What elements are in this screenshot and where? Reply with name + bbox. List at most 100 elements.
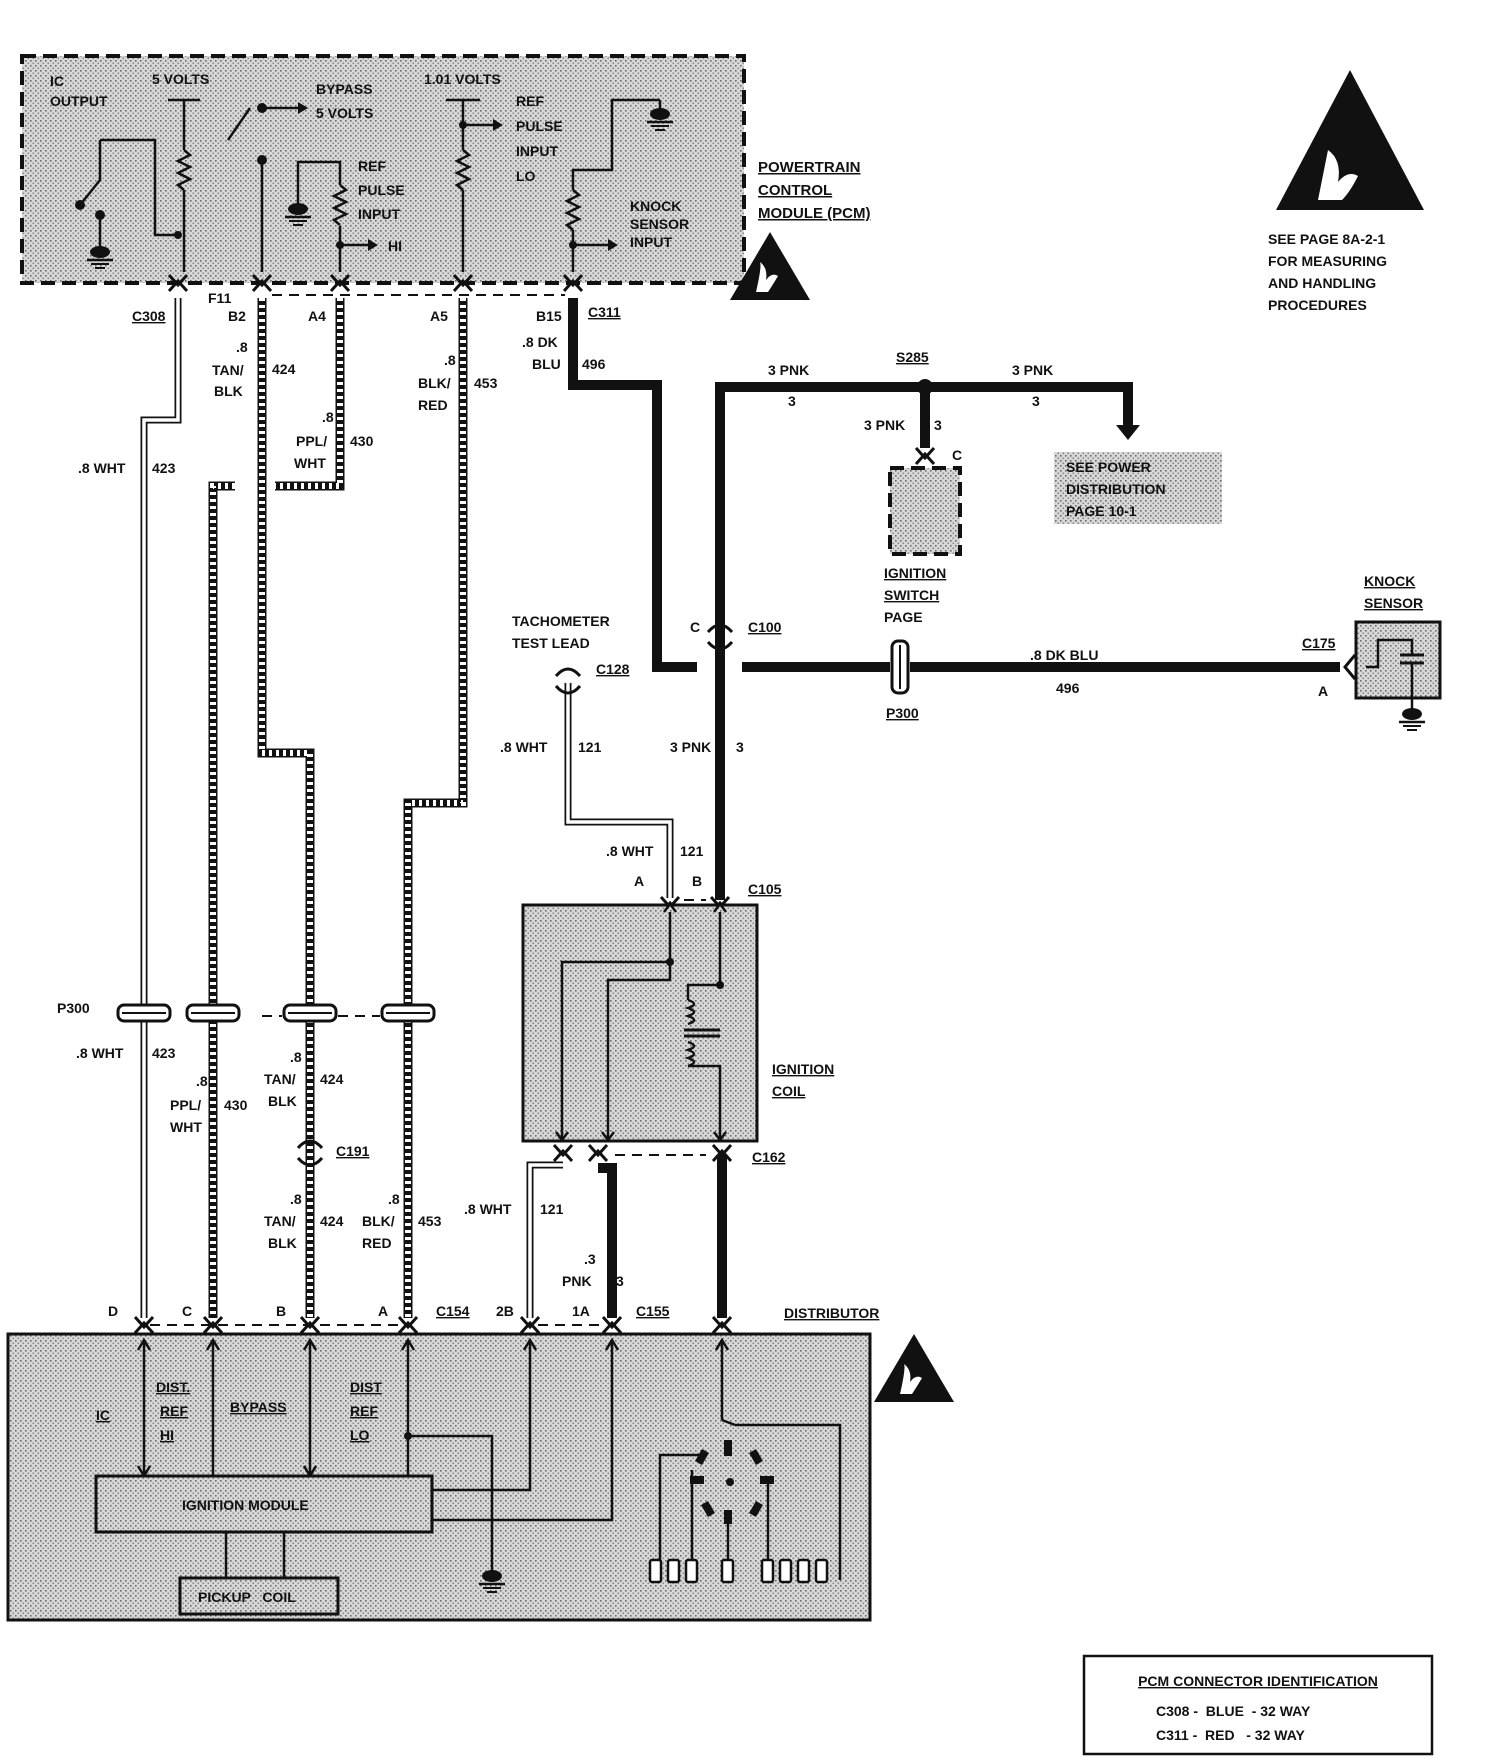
s285-label: S285 (896, 349, 929, 365)
ignition-module-label: IGNITION MODULE (182, 1497, 309, 1513)
w453-lower-gauge-3: RED (362, 1235, 392, 1251)
ignition-switch (888, 446, 962, 556)
pin-f11: F11 (208, 290, 232, 306)
w424-circuit: 424 (272, 361, 296, 377)
w424-gauge-3: BLK (214, 383, 243, 399)
esd-note-1: SEE PAGE 8A-2-1 (1268, 231, 1385, 247)
w121-mid-circuit: 121 (680, 843, 704, 859)
distributor (6, 1332, 872, 1622)
dist-ref-lo-label-3: LO (350, 1427, 370, 1443)
five-volts-label: 5 VOLTS (152, 71, 209, 87)
w424-mid-gauge-2: TAN/ (264, 1071, 296, 1087)
ignition-switch-label-1: IGNITION (884, 565, 946, 581)
w424-gauge-1: .8 (236, 339, 248, 355)
w430-lower-gauge-1: .8 (196, 1073, 208, 1089)
w3pnk-small-gauge-1: .3 (584, 1251, 596, 1267)
knock-sensor-label-1: KNOCK (1364, 573, 1415, 589)
c155-pin-1a: 1A (572, 1303, 590, 1319)
ignition-coil-label-1: IGNITION (772, 1061, 834, 1077)
w453-circuit: 453 (474, 375, 498, 391)
ref-pulse-lo-label-3: INPUT (516, 143, 558, 159)
c155-label: C155 (636, 1303, 670, 1319)
knock-input-label-1: KNOCK (630, 198, 681, 214)
coil-winding-icon (684, 998, 720, 1068)
c100-pin-c: C (690, 619, 700, 635)
w424-mid-gauge-3: BLK (268, 1093, 297, 1109)
w430-circuit: 430 (350, 433, 374, 449)
inline-connectors (133, 623, 1357, 1335)
w424-mid-circuit: 424 (320, 1071, 344, 1087)
w453-lower-circuit: 453 (418, 1213, 442, 1229)
power-note-3: PAGE 10-1 (1066, 503, 1137, 519)
w121-upper-circuit: 121 (578, 739, 602, 755)
w423-circuit: 423 (152, 460, 176, 476)
dist-ic-label: IC (96, 1407, 110, 1423)
p300-label-knock: P300 (886, 705, 919, 721)
pcm-title-2: CONTROL (758, 182, 832, 199)
knock-sensor (1354, 620, 1442, 732)
c308-label: C308 (132, 308, 166, 324)
ref-pulse-hi-label-2: PULSE (358, 182, 405, 198)
w423-lower-circuit: 423 (152, 1045, 176, 1061)
ic-output-label-2: OUTPUT (50, 93, 108, 109)
w3pnk-small-circuit: 3 (616, 1273, 624, 1289)
one-volts-label: 1.01 VOLTS (424, 71, 501, 87)
bypass-label-2: 5 VOLTS (316, 105, 373, 121)
w496-gauge-2: BLU (532, 356, 561, 372)
w496-gauge-1: .8 DK (522, 334, 558, 350)
ref-pulse-lo-label-1: REF (516, 93, 544, 109)
c191-label: C191 (336, 1143, 370, 1159)
power-note-box (1054, 452, 1222, 524)
knock-input-label-2: SENSOR (630, 216, 689, 232)
w3pnk-right-circuit: 3 (1032, 393, 1040, 409)
pin-a4: A4 (308, 308, 326, 324)
c154-label: C154 (436, 1303, 470, 1319)
pin-b15: B15 (536, 308, 562, 324)
p300-label-left: P300 (57, 1000, 90, 1016)
dist-ref-hi-label-3: HI (160, 1427, 174, 1443)
w3pnk-right-gauge: 3 PNK (1012, 362, 1053, 378)
wires (140, 298, 1340, 1318)
w121-lower-gauge: .8 WHT (464, 1201, 512, 1217)
w496-knock-circuit: 496 (1056, 680, 1080, 696)
pcm-title-3: MODULE (PCM) (758, 205, 871, 222)
w424-lower-gauge-1: .8 (290, 1191, 302, 1207)
w430-gauge-2: PPL/ (296, 433, 327, 449)
w3pnk-small-gauge-2: PNK (562, 1273, 592, 1289)
dist-ref-hi-label-2: REF (160, 1403, 188, 1419)
c162-label: C162 (752, 1149, 786, 1165)
w121-upper-gauge: .8 WHT (500, 739, 548, 755)
w496-knock-gauge: .8 DK BLU (1030, 647, 1098, 663)
w424-lower-gauge-2: TAN/ (264, 1213, 296, 1229)
w3pnk-mid-circuit: 3 (736, 739, 744, 755)
dist-ref-lo-label-2: REF (350, 1403, 378, 1419)
c175-pin-a: A (1318, 683, 1328, 699)
power-note-2: DISTRIBUTION (1066, 481, 1166, 497)
power-note-1: SEE POWER (1066, 459, 1151, 475)
ignition-switch-pin-c: C (952, 447, 962, 463)
pickup-coil-label: PICKUP COIL (198, 1589, 296, 1605)
pin-b2: B2 (228, 308, 246, 324)
pcm-module: IC OUTPUT 5 VOLTS BYPASS 5 VOLTS REF PUL… (20, 54, 746, 285)
pcm-pin-connectors (167, 273, 584, 296)
c154-pin-d: D (108, 1303, 118, 1319)
w121-lower-circuit: 121 (540, 1201, 564, 1217)
connector-id-row-1: C308 - BLUE - 32 WAY (1156, 1703, 1311, 1719)
w3pnk-mid-gauge: 3 PNK (670, 739, 711, 755)
dist-ref-lo-label-1: DIST (350, 1379, 382, 1395)
w423-gauge: .8 WHT (78, 460, 126, 476)
w424-mid-gauge-1: .8 (290, 1049, 302, 1065)
c311-label: C311 (588, 304, 621, 320)
ref-pulse-hi-label-1: REF (358, 158, 386, 174)
w453-lower-gauge-1: .8 (388, 1191, 400, 1207)
c154-pin-a: A (378, 1303, 388, 1319)
w3pnk-switch-circuit: 3 (934, 417, 942, 433)
w430-lower-circuit: 430 (224, 1097, 248, 1113)
tachometer-label-1: TACHOMETER (512, 613, 610, 629)
hi-label: HI (388, 238, 402, 254)
w3pnk-left-gauge: 3 PNK (768, 362, 809, 378)
w430-lower-gauge-3: WHT (170, 1119, 202, 1135)
w430-gauge-3: WHT (294, 455, 326, 471)
distributor-title: DISTRIBUTOR (784, 1305, 879, 1321)
